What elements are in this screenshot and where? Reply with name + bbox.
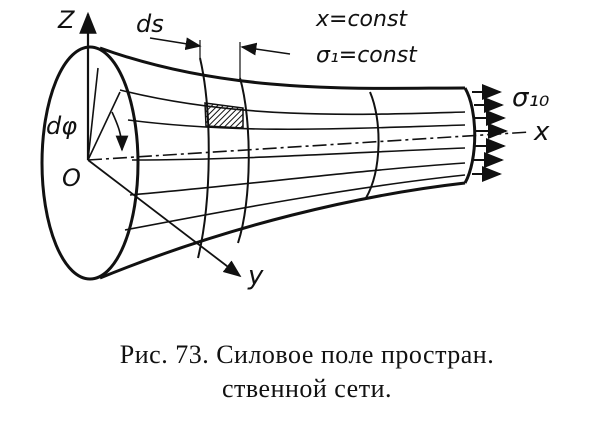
y-axis [87,159,242,278]
label-z: Z [57,6,75,34]
x-axis [87,131,531,161]
cross-sections [197,57,380,259]
dphi-arc [111,111,129,152]
ds-arrow-right [240,42,291,56]
caption-line-2: ственной сети. [222,374,392,403]
sigma-arrows [472,84,508,182]
label-x: x [533,117,550,147]
ds-arrow-left [149,37,202,51]
radius-lines [87,67,121,161]
mesh-figure: Z ds x=const σ₁=const σ₁₀ x dφ O y [40,6,550,291]
label-y: y [247,261,264,291]
label-x-const: x=const [315,7,408,32]
caption-line-1: Рис. 73. Силовое поле простран. [119,340,495,369]
base-ellipse [40,45,140,281]
surface-bottom-edge [99,181,466,280]
surface-top-edge [99,46,466,90]
hatched-element [204,102,244,129]
label-dphi: dφ [46,112,77,140]
label-origin: O [62,164,81,192]
label-ds: ds [136,10,164,38]
meridian-lines [119,89,466,231]
label-sigma10: σ₁₀ [512,83,550,113]
label-sigma1-const: σ₁=const [316,43,418,68]
